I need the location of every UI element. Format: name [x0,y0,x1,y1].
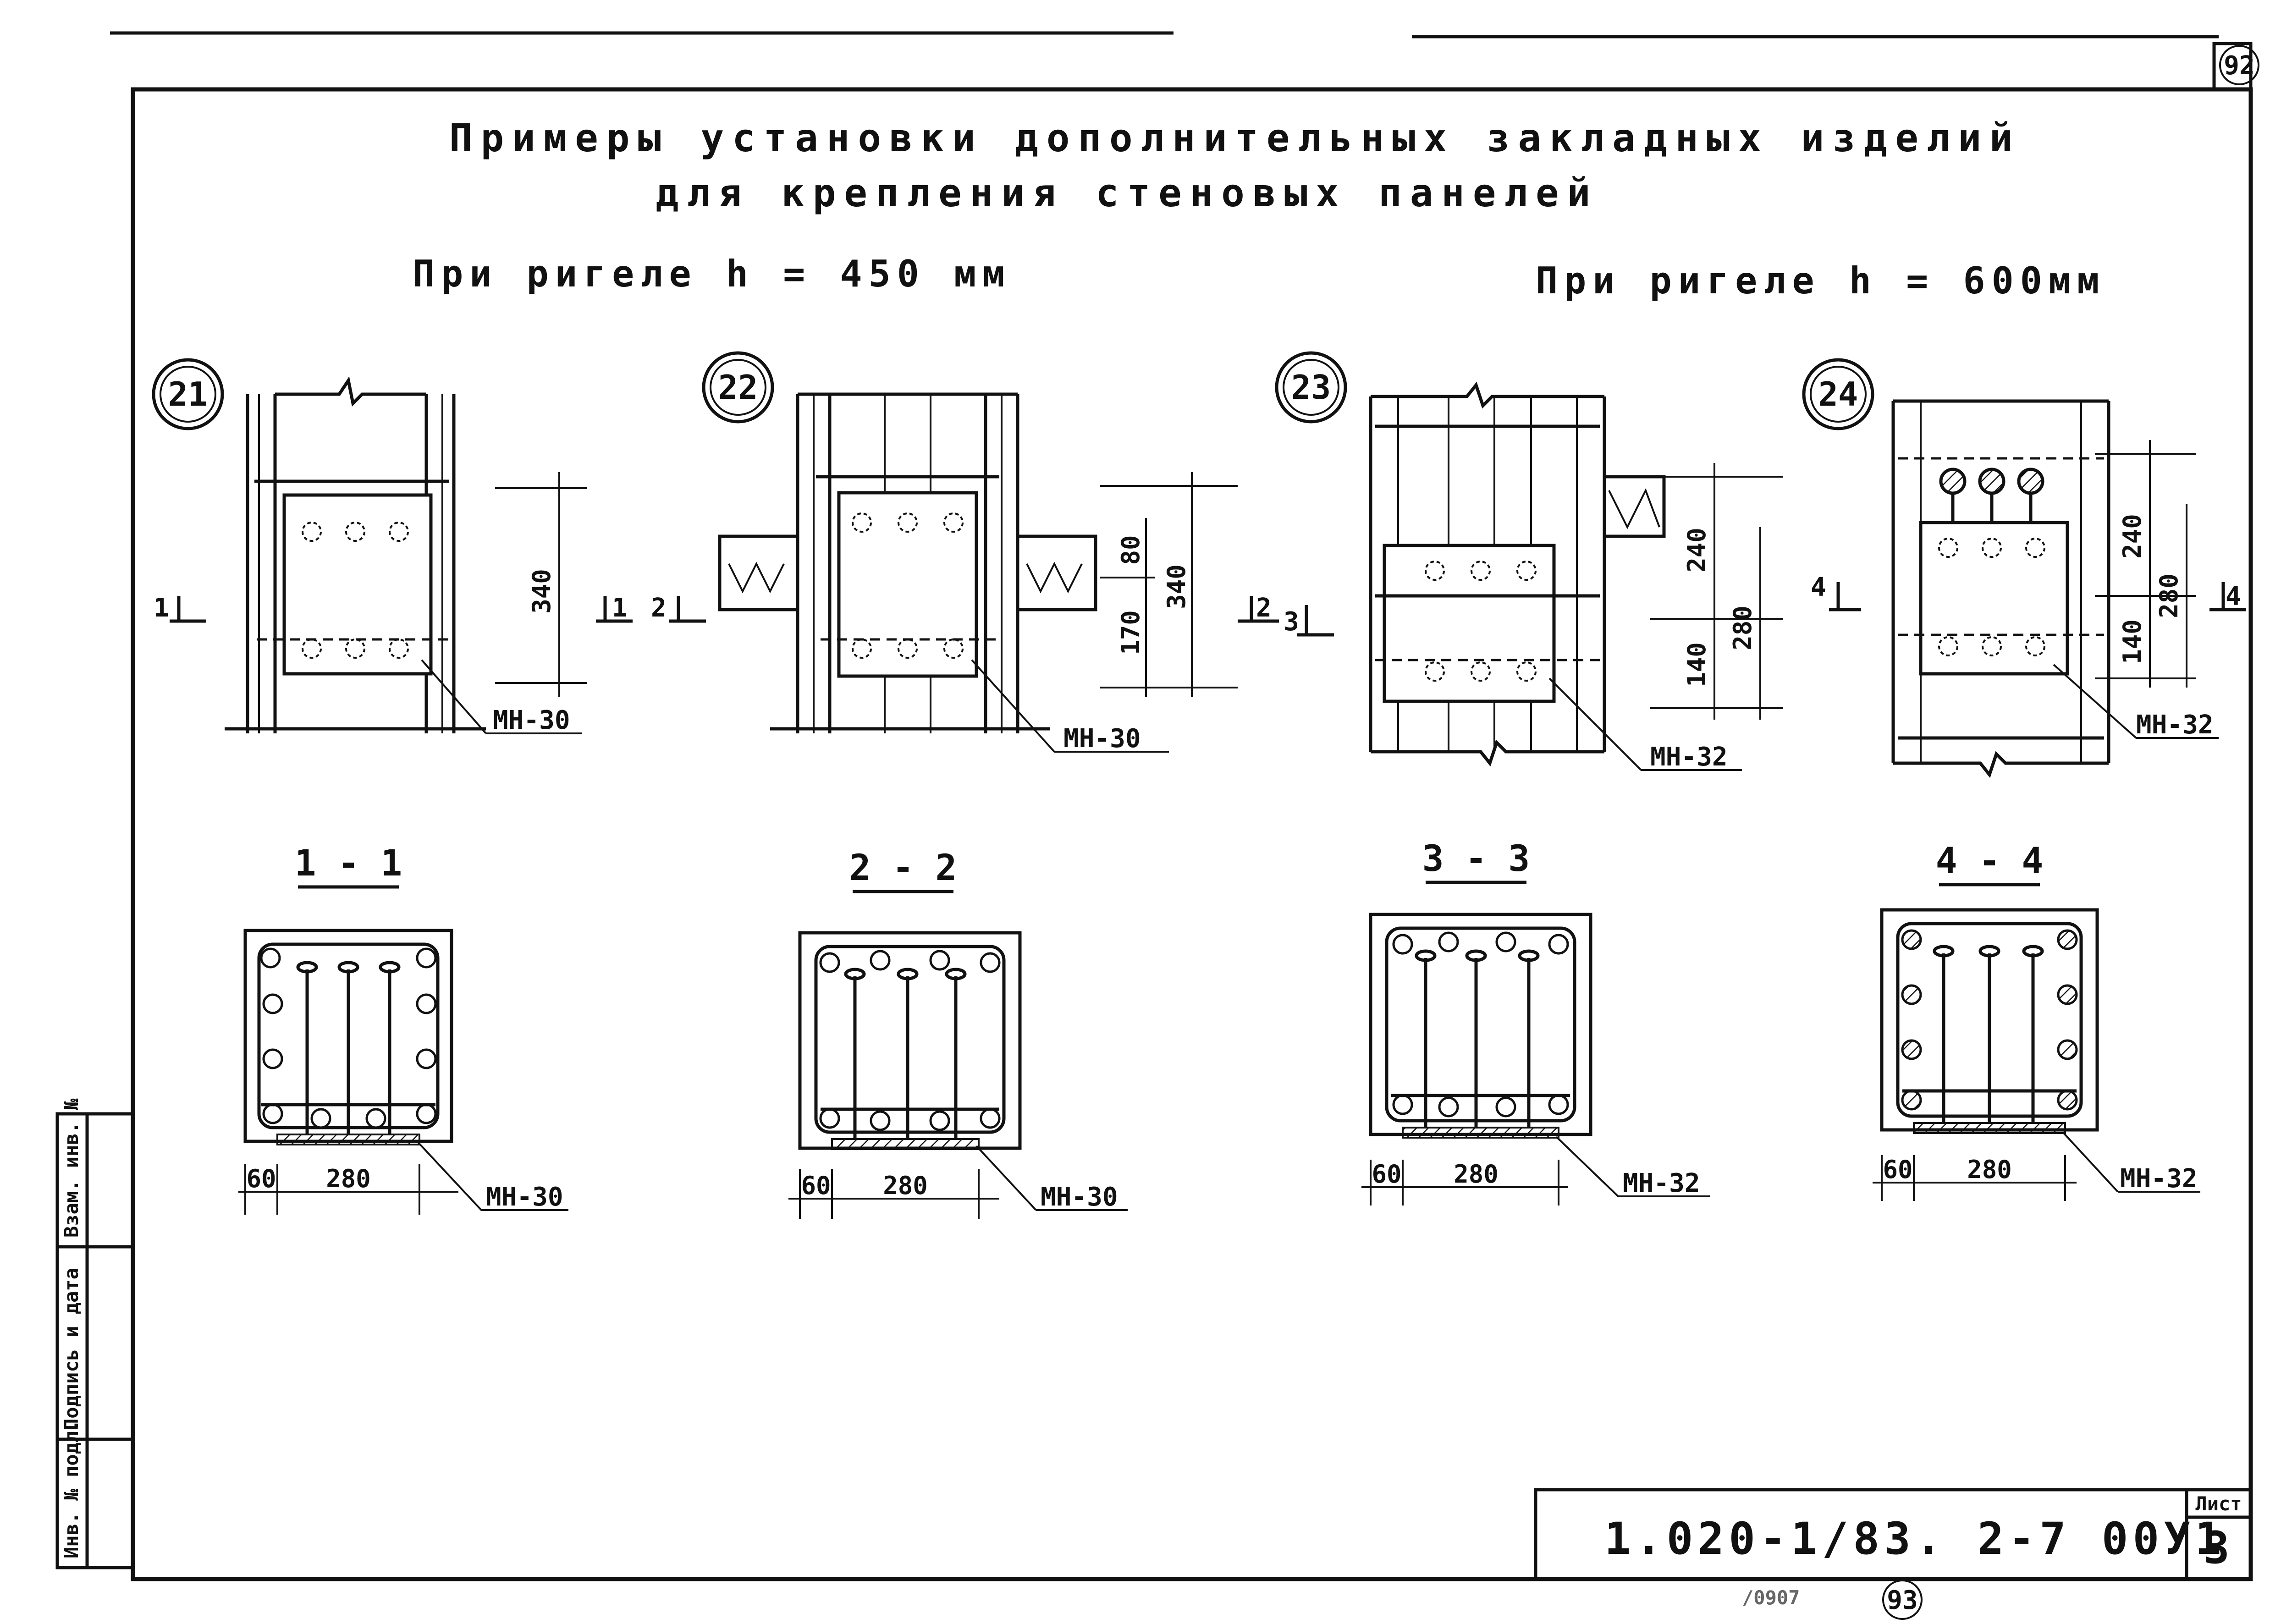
dim-a: 60 [246,1164,276,1193]
title-line-1: Примеры установки дополнительных закладн… [449,116,2021,160]
dim-170: 170 [1116,610,1145,655]
section-mark-left: 3 [1284,607,1299,637]
dim-240: 240 [2118,514,2147,559]
node-number: 21 [168,375,208,413]
node-number-circle [1802,358,1874,430]
node-number: 23 [1291,368,1331,407]
doc-code: 1.020-1/83. 2-7 00У1 [1604,1513,2226,1564]
list-label: Лист [2195,1492,2242,1515]
dim-280: 280 [1728,606,1757,650]
node-number: 22 [718,368,758,407]
embed-mark: МН-32 [1623,1168,1700,1198]
section-mark-right: 4 [2226,582,2241,611]
embed-mark: МН-30 [1041,1182,1118,1212]
section-title: 1 - 1 [295,843,402,884]
dim-a: 60 [801,1171,831,1200]
dim-b: 280 [1454,1160,1499,1189]
node-21: 21 340 1 1 МН-30 [152,358,633,735]
embed-mark: МН-30 [493,705,570,735]
dim-280: 280 [2154,573,2183,618]
corner-number-circle [2219,45,2259,85]
bottom-note: /0907 [1742,1586,1800,1609]
section-mark-right: 1 [612,593,628,623]
embedded-plate [1383,544,1556,703]
dim-140: 140 [2118,619,2147,664]
dim-a: 60 [1372,1160,1401,1189]
dim-b: 280 [883,1171,928,1200]
corner-box [2212,42,2253,91]
node-number-circle [702,351,774,424]
node-number-circle [1275,351,1347,424]
section-4-4: 4 - 4 60 280 МН-32 [1873,841,2200,1201]
title-line-2: для крепления стеновых панелей [656,171,1598,215]
node-24: 24 240 140 280 4 4 [1802,358,2246,778]
embedded-plate [1402,1127,1559,1139]
dim-240: 240 [1682,528,1711,573]
title-block: 1.020-1/83. 2-7 00У1 Лист 3 [1534,1488,2253,1581]
dim-340: 340 [1162,564,1191,609]
embed-mark: МН-30 [1063,724,1141,754]
node-22: 22 80 170 340 2 2 [651,351,1279,754]
section-mark-left: 4 [1811,573,1826,602]
section-1-1: 1 - 1 60 280 МН-30 [238,843,568,1215]
section-title: 4 - 4 [1936,841,2044,882]
embed-mark: МН-32 [1650,742,1728,772]
dim-80: 80 [1116,535,1145,565]
drawing-frame [131,87,2253,1581]
dim-140: 140 [1682,642,1711,687]
embedded-plate [837,491,978,678]
dim-a: 60 [1883,1155,1912,1184]
side-stamp: Инв. № подл. Подпись и дата Взам. инв. № [55,1099,133,1569]
node-number: 24 [1818,375,1858,413]
corner-number: 92 [2224,51,2254,81]
section-2-2: 2 - 2 60 280 МН-30 [788,848,1128,1219]
stamp-signature-date: Подпись и дата [60,1268,83,1430]
dim-b: 280 [326,1164,371,1193]
dim-340: 340 [527,569,556,614]
embedded-plate [831,1138,980,1150]
bottom-number-circle [1882,1580,1923,1620]
embed-mark: МН-32 [2136,710,2214,740]
stamp-replacement: Взам. инв. № [60,1099,83,1238]
node-number-circle [152,358,224,430]
section-title: 2 - 2 [849,848,957,889]
embedded-plate [276,1134,420,1145]
bottom-number: 93 [1887,1585,1917,1615]
subtitle-right: При ригеле h = 600мм [1536,259,2105,302]
embed-mark: МН-30 [486,1182,563,1212]
embedded-plate [282,493,433,676]
embed-mark: МН-32 [2120,1164,2198,1194]
list-number: 3 [2203,1522,2234,1574]
embedded-plate [1913,1122,2066,1134]
node-23: 23 240 140 280 3 МН-32 [1275,351,1783,772]
section-3-3: 3 - 3 60 280 МН-32 [1361,838,1710,1206]
section-title: 3 - 3 [1422,838,1530,880]
embedded-plate [1919,521,2069,676]
stamp-inv-number: Инв. № подл. [60,1420,83,1558]
subtitle-left: При ригеле h = 450 мм [413,253,1011,295]
dim-b: 280 [1967,1155,2012,1184]
section-mark-left: 2 [651,593,667,623]
section-mark-left: 1 [154,593,169,623]
section-mark-right: 2 [1256,593,1272,623]
